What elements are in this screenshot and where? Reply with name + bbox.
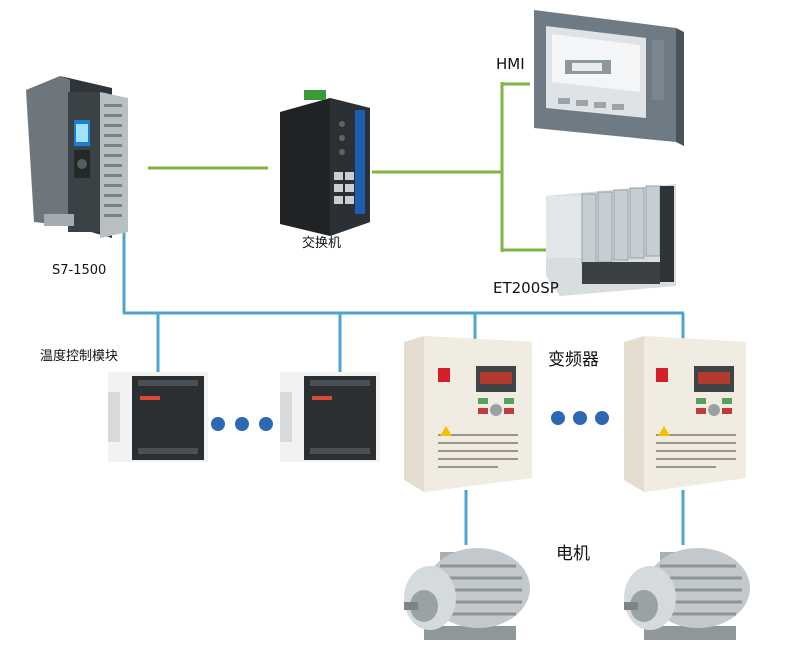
switch-label: 交换机	[302, 236, 342, 251]
temperature-module-1	[108, 372, 208, 462]
ethernet-switch-device	[280, 90, 370, 236]
motor-device-2	[624, 548, 750, 640]
plc-label: S7-1500	[52, 263, 107, 278]
vfd-device-1	[404, 336, 532, 492]
temperature-module-2	[280, 372, 380, 462]
temperature-module-label: 温度控制模块	[40, 349, 119, 364]
vfd-ellipsis	[551, 411, 609, 425]
fieldbus-links	[122, 228, 685, 545]
ethernet-links	[148, 82, 548, 252]
hmi-touch-panel-device	[534, 10, 684, 146]
et200sp-label: ET200SP	[493, 279, 559, 297]
plc-s7-1500-device	[26, 76, 128, 238]
motor-device-1	[404, 548, 530, 640]
temp-module-ellipsis	[211, 417, 273, 431]
et200sp-io-device	[546, 184, 676, 296]
hmi-label: HMI	[496, 55, 525, 73]
motor-label: 电机	[556, 544, 590, 564]
vfd-device-2	[624, 336, 746, 492]
vfd-label: 变频器	[548, 350, 599, 370]
